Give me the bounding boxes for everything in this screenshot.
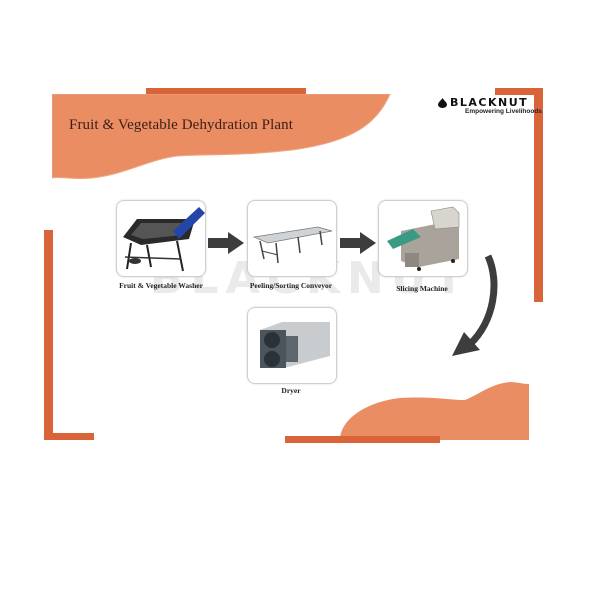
- brand-tagline: Empowering Livelihoods: [465, 108, 542, 115]
- arrow-right-icon: [340, 232, 376, 254]
- slicing-machine-card: [378, 200, 468, 277]
- title-banner-shape: [52, 94, 391, 180]
- top-right-accent-bar: [495, 88, 543, 95]
- step-label-slicing-machine: Slicing Machine: [396, 284, 448, 293]
- right-vertical-accent-bar: [534, 88, 543, 302]
- dryer-image: [260, 322, 330, 368]
- conveyor-image: [252, 226, 333, 264]
- drop-icon: [438, 97, 447, 108]
- brand-logo: BLACKNUT Empowering Livelihoods: [438, 96, 542, 115]
- left-bottom-accent-bar: [44, 433, 94, 440]
- washer-card: [116, 200, 206, 277]
- left-vertical-accent-bar: [44, 230, 53, 440]
- bottom-accent-bar: [285, 436, 440, 443]
- step-label-washer: Fruit & Vegetable Washer: [119, 281, 203, 290]
- slicing-machine-image: [387, 206, 460, 271]
- top-accent-bar: [146, 88, 306, 95]
- slide-title: Fruit & Vegetable Dehydration Plant: [69, 117, 294, 133]
- step-label-conveyor: Peeling/Sorting Conveyor: [249, 281, 333, 290]
- brand-name: BLACKNUT: [450, 96, 529, 109]
- step-label-dryer: Dryer: [281, 386, 301, 395]
- arrow-right-icon: [208, 232, 244, 254]
- conveyor-card: [247, 200, 337, 277]
- bottom-banner-shape: [340, 382, 529, 440]
- washer-machine-image: [123, 207, 205, 272]
- curved-arrow-icon: [452, 254, 498, 356]
- dryer-card: [247, 307, 337, 384]
